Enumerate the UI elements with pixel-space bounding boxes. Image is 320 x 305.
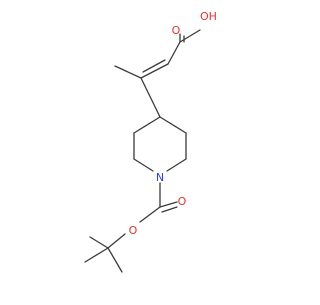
atom-label-acid-carbonyl-oxygen: O: [172, 24, 181, 37]
bond-c-oh: [179, 29, 201, 43]
bond-o-tbu: [107, 233, 126, 249]
bond-vinyl-double-a: [140, 63, 169, 79]
bonds: [84, 29, 201, 273]
bond-carbamate-o-double-b: [161, 206, 178, 213]
bond-tbu-me-1: [89, 236, 109, 249]
atom-label-ester-oxygen: O: [129, 224, 138, 237]
ring-bond-6: [133, 116, 161, 134]
structure-canvas: OH O N O O: [84, 10, 217, 273]
atom-label-hydroxyl: OH: [200, 10, 217, 23]
ring-bond-3: [166, 158, 187, 172]
bond-acid-ch: [167, 41, 181, 65]
bond-carbamate-o: [139, 206, 161, 223]
bond-methyl: [114, 65, 142, 79]
bond-tbu-me-2: [84, 247, 109, 263]
atom-labels: OH O N O O: [129, 10, 217, 237]
atom-label-boc-carbonyl-oxygen: O: [178, 195, 187, 208]
atom-label-nitrogen: N: [156, 171, 164, 184]
ring-bond-4: [133, 158, 154, 172]
bond-carbamate-o-double-a: [159, 201, 178, 208]
bond-vinyl-double-b: [142, 59, 166, 73]
molecule-structure: OH O N O O: [84, 10, 217, 273]
bond-to-ring: [140, 77, 161, 118]
bond-tbu-me-3: [107, 247, 123, 273]
ring-bond-1: [159, 116, 187, 134]
